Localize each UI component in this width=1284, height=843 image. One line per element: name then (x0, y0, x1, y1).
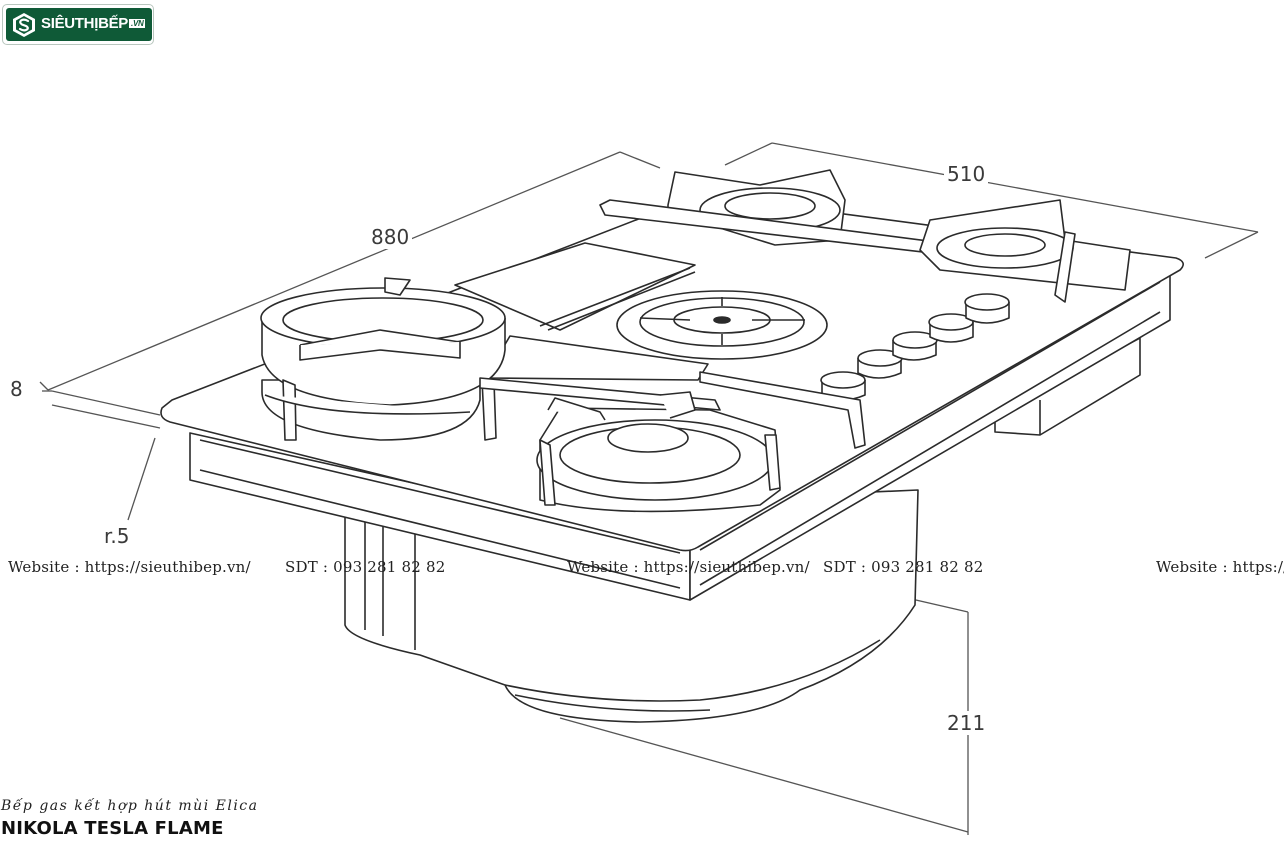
knob-5 (964, 293, 1010, 324)
downdraft-vent (454, 242, 709, 381)
product-name: NIKOLA TESLA FLAME (1, 818, 224, 839)
brand-logo[interactable]: SIÊUTHỊBẾP.VN (2, 4, 154, 45)
dimension-510-line (724, 142, 1259, 259)
knob-3 (892, 331, 938, 361)
product-subtitle: Bếp gas kết hợp hút mùi Elica (1, 798, 259, 814)
logo-suffix: .VN (129, 19, 146, 28)
logo-s-mark-icon (13, 13, 35, 37)
dimension-label-radius: r.5 (104, 524, 130, 548)
center-burner (616, 290, 828, 360)
watermark-phone: SDT : 093 281 82 82 (285, 558, 446, 576)
knob-2 (857, 349, 903, 379)
watermark-phone: SDT : 093 281 82 82 (823, 558, 984, 576)
knob-4 (928, 313, 974, 343)
control-knobs (820, 293, 1010, 401)
dimension-label-thickness: 8 (10, 377, 23, 401)
watermark-website: Website : https:// (1156, 558, 1284, 576)
cooktop-frame (189, 269, 1171, 601)
watermark-website: Website : https://sieuthibep.vn/ (567, 558, 810, 576)
dimension-label-depth: 510 (944, 162, 989, 186)
dimension-label-height: 211 (947, 711, 986, 735)
dimension-label-width: 880 (368, 225, 413, 249)
grate-bar (699, 371, 866, 449)
logo-badge: SIÊUTHỊBẾP.VN (6, 8, 152, 41)
watermark-website: Website : https://sieuthibep.vn/ (8, 558, 251, 576)
dimension-8-line (42, 390, 161, 429)
dimension-radius-leader (127, 437, 156, 521)
logo-text: SIÊUTHỊBẾP (41, 15, 129, 32)
wok-burner (260, 277, 506, 441)
rear-right-burner (919, 199, 1131, 303)
front-burner (479, 377, 781, 513)
dimension-880-line (39, 151, 661, 391)
logo-wordmark: SIÊUTHỊBẾP.VN (41, 15, 146, 32)
